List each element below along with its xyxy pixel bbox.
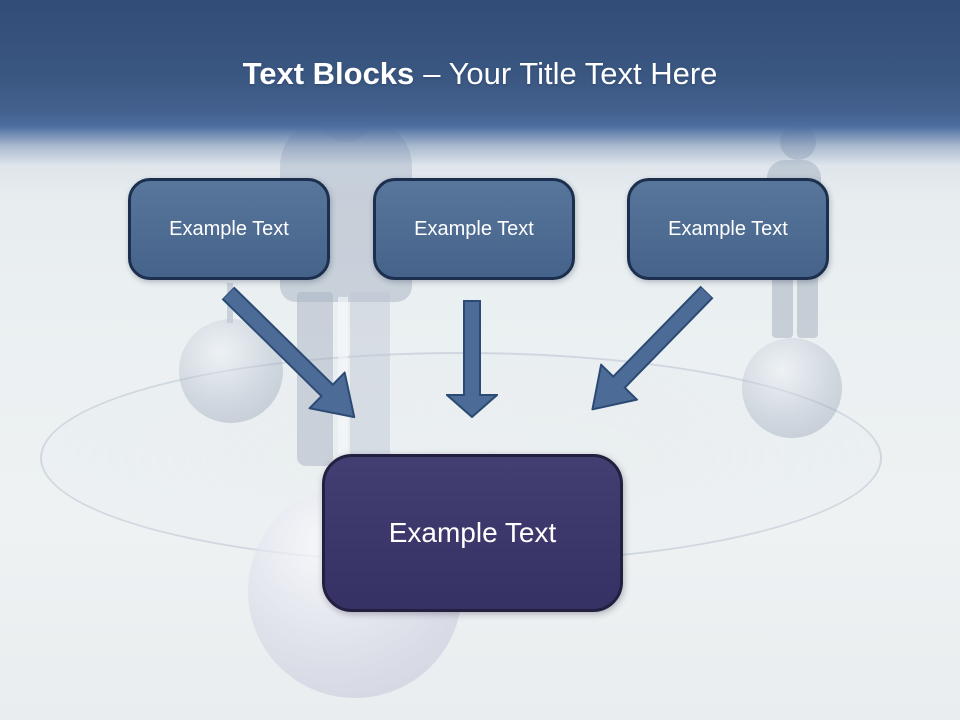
arrow-down-right-icon[interactable] xyxy=(210,274,373,436)
text-block-3[interactable]: Example Text xyxy=(627,178,829,280)
text-block-1-label: Example Text xyxy=(169,217,289,240)
text-block-1[interactable]: Example Text xyxy=(128,178,330,280)
slide-title[interactable]: Text Blocks– Your Title Text Here xyxy=(0,56,960,92)
center-text-block-label: Example Text xyxy=(388,517,557,548)
text-block-2-label: Example Text xyxy=(414,217,534,240)
header-band xyxy=(0,0,960,200)
center-text-block[interactable]: Example Text xyxy=(322,454,623,612)
bg-center-figure-leg xyxy=(350,292,390,466)
text-block-3-label: Example Text xyxy=(668,217,788,240)
arrow-down-left-icon[interactable] xyxy=(573,274,725,428)
text-block-2[interactable]: Example Text xyxy=(373,178,575,280)
title-subtitle: – Your Title Text Here xyxy=(423,56,718,91)
bg-right-sphere xyxy=(742,338,842,438)
title-topic: Text Blocks xyxy=(242,56,415,91)
arrow-down-icon[interactable] xyxy=(446,300,498,418)
